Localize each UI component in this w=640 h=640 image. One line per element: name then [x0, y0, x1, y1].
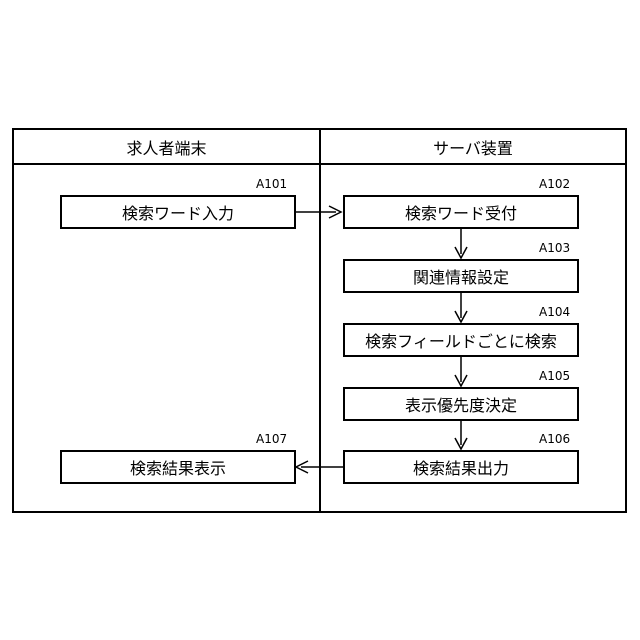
flow-arrows — [0, 0, 640, 640]
